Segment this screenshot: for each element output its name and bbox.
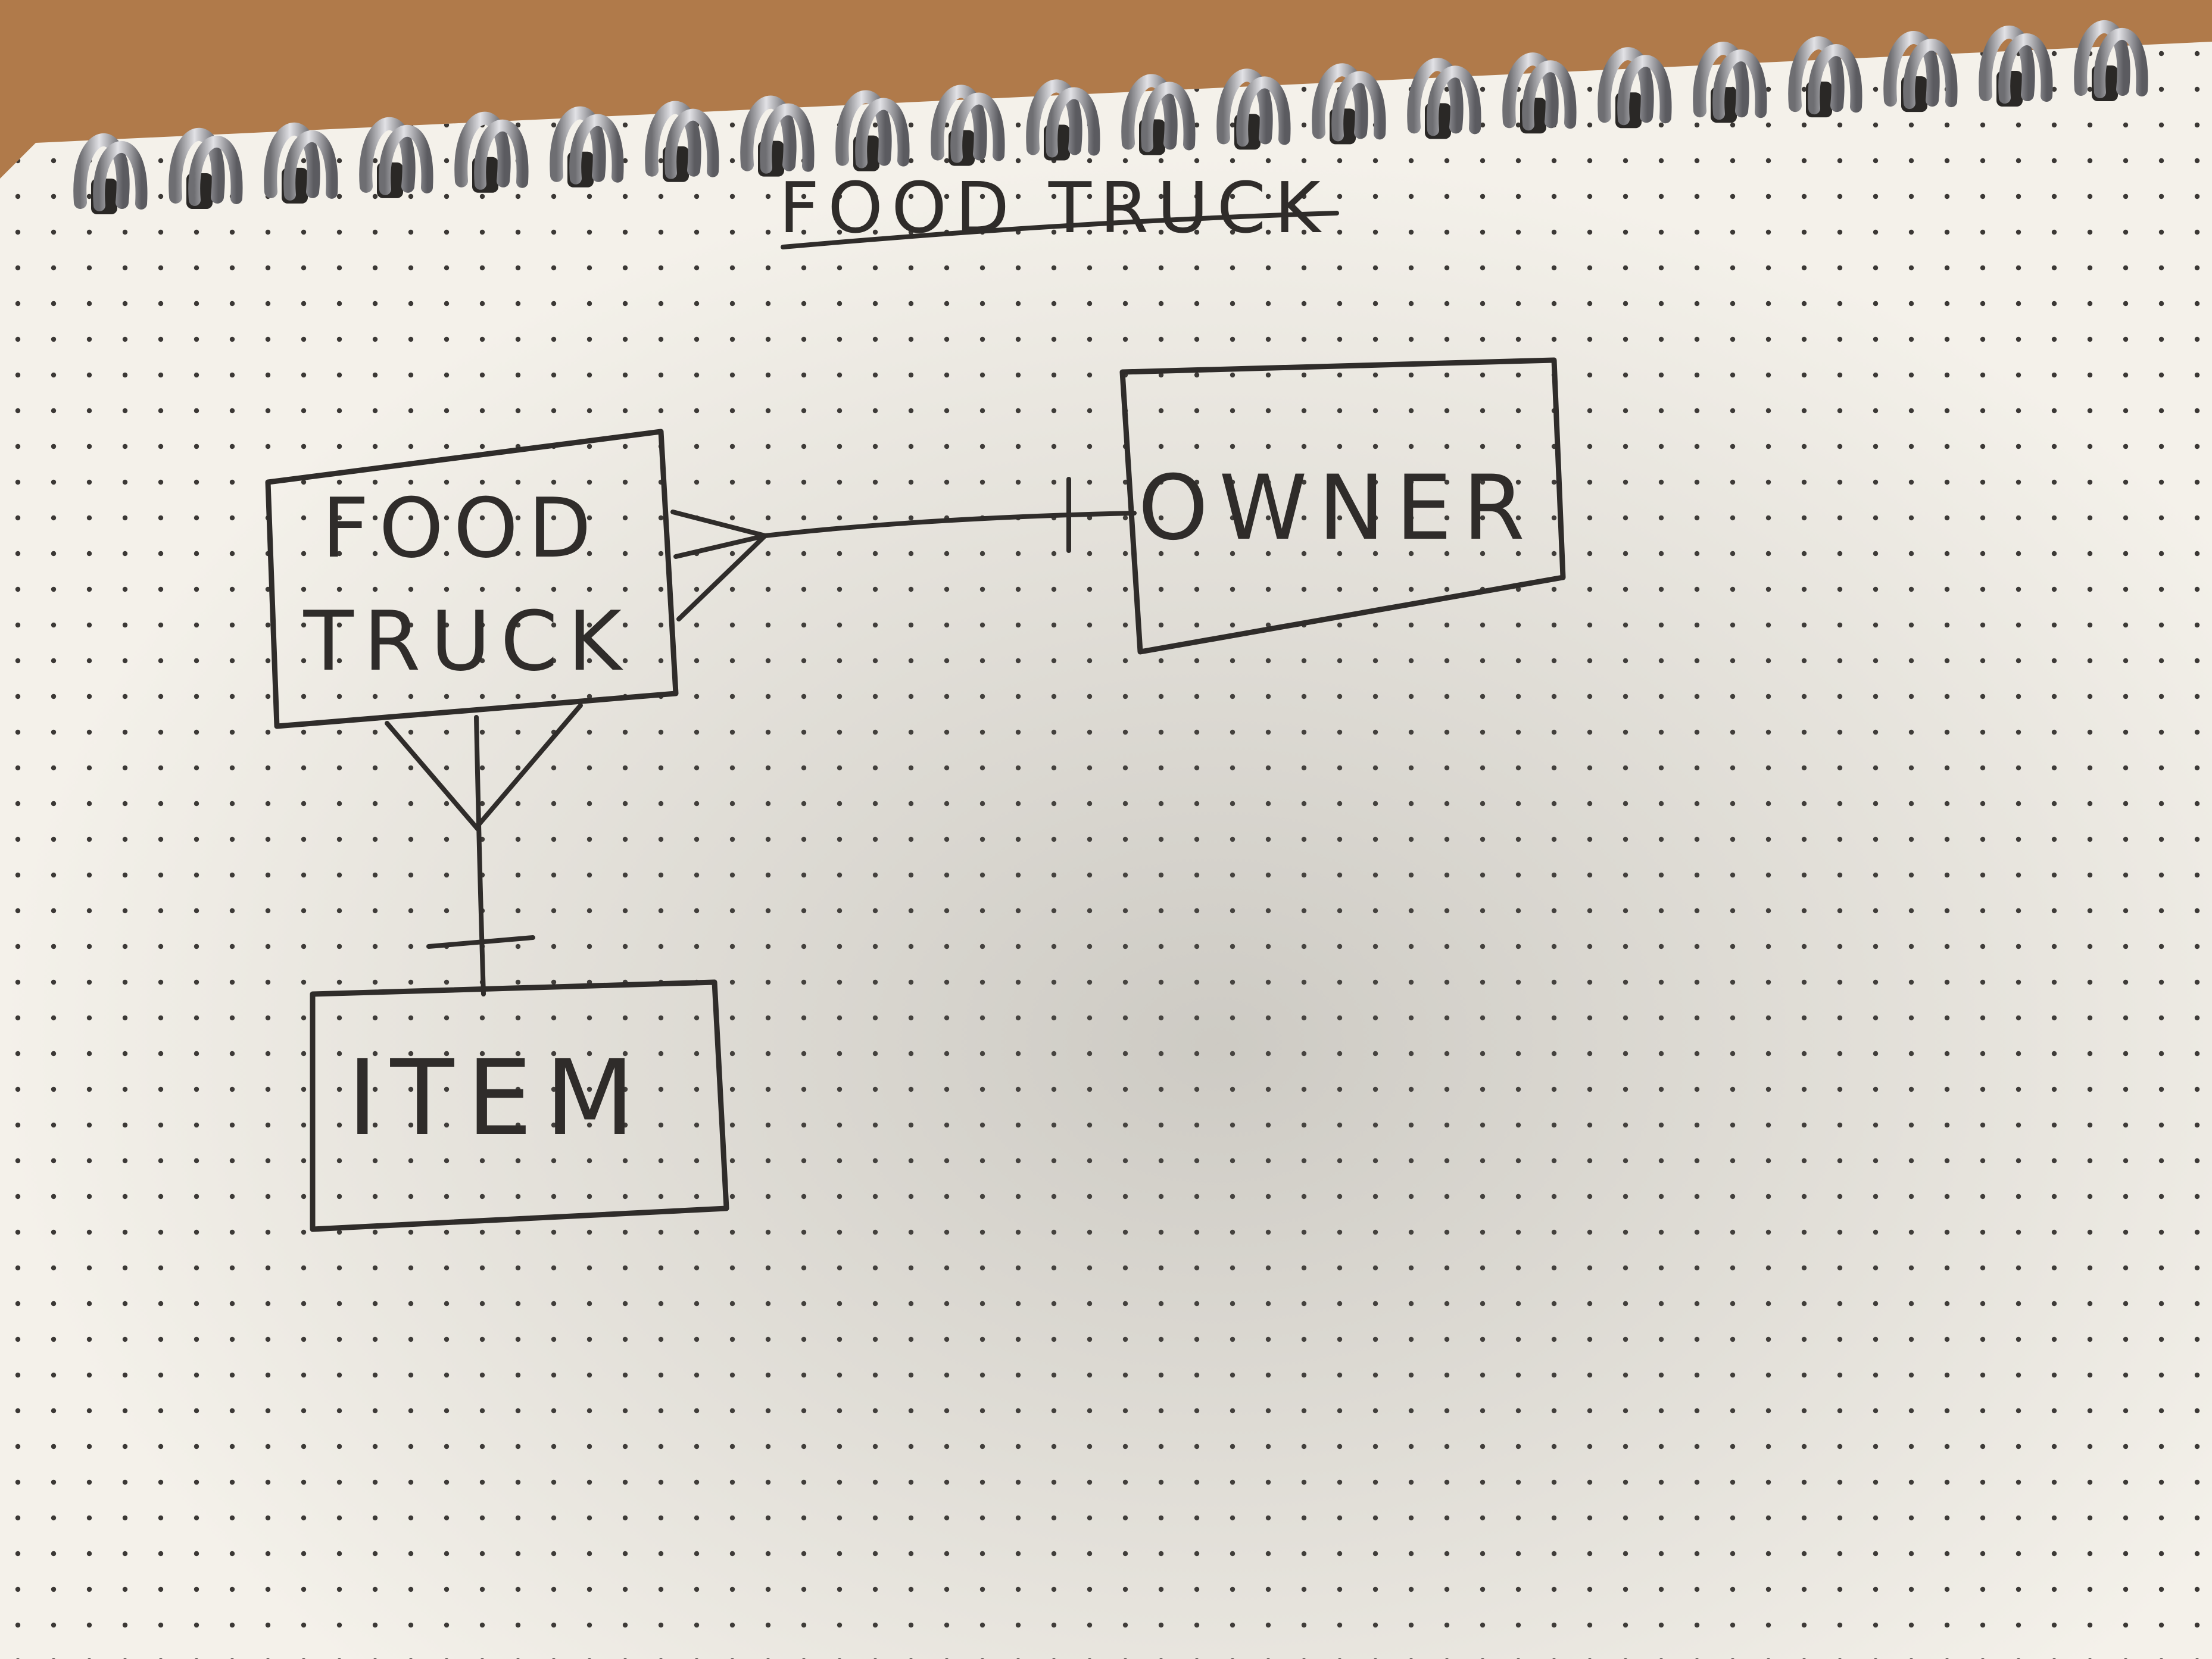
spiral-ring [1407, 58, 1481, 139]
spiral-ring [835, 90, 910, 171]
relationship-line-item [474, 715, 486, 996]
spiral-ring [740, 95, 815, 177]
spiral-ring [931, 85, 1005, 166]
spiral-ring [1026, 79, 1100, 161]
spiral-ring [359, 117, 433, 198]
spiral-ring [1216, 68, 1291, 150]
spiral-ring [1693, 42, 1767, 123]
entity-owner: OWNER [1119, 357, 1566, 655]
relationship-food-truck-item [385, 703, 583, 996]
food-truck-box [265, 429, 679, 729]
entity-food-truck: FOOD TRUCK [265, 429, 679, 729]
entity-item: ITEM [310, 979, 729, 1232]
food-truck-label-line1: FOOD [322, 480, 601, 576]
crows-foot-many-item [385, 703, 583, 832]
spiral-ring [1121, 74, 1196, 155]
relationship-line-owner [763, 511, 1137, 538]
spiral-ring [1979, 26, 2053, 107]
notebook-page [0, 42, 2212, 1659]
spiral-ring [1598, 47, 1672, 129]
spiral-ring [1788, 36, 1862, 118]
spiral-ring [550, 106, 624, 188]
spiral-ring [169, 127, 243, 209]
item-box [310, 979, 729, 1232]
one-bar-item [426, 935, 535, 949]
spiral-ring [1312, 63, 1386, 145]
spiral-ring [264, 122, 338, 204]
spiral-ring [454, 111, 529, 193]
title-underline [781, 211, 1339, 249]
spiral-ring [1883, 31, 1958, 113]
crows-foot-many-owner [670, 510, 770, 621]
food-truck-label-line2: TRUCK [303, 593, 632, 689]
item-label: ITEM [347, 1038, 647, 1159]
diagram-title: FOOD TRUCK [779, 167, 1329, 249]
spiral-ring [2074, 20, 2148, 101]
relationship-food-truck-owner [670, 477, 1137, 621]
spiral-ring [73, 133, 148, 214]
owner-box [1119, 357, 1566, 655]
spiral-binding [73, 20, 2148, 214]
owner-label: OWNER [1138, 457, 1536, 560]
spiral-ring [645, 101, 719, 182]
spiral-ring [1502, 52, 1577, 134]
